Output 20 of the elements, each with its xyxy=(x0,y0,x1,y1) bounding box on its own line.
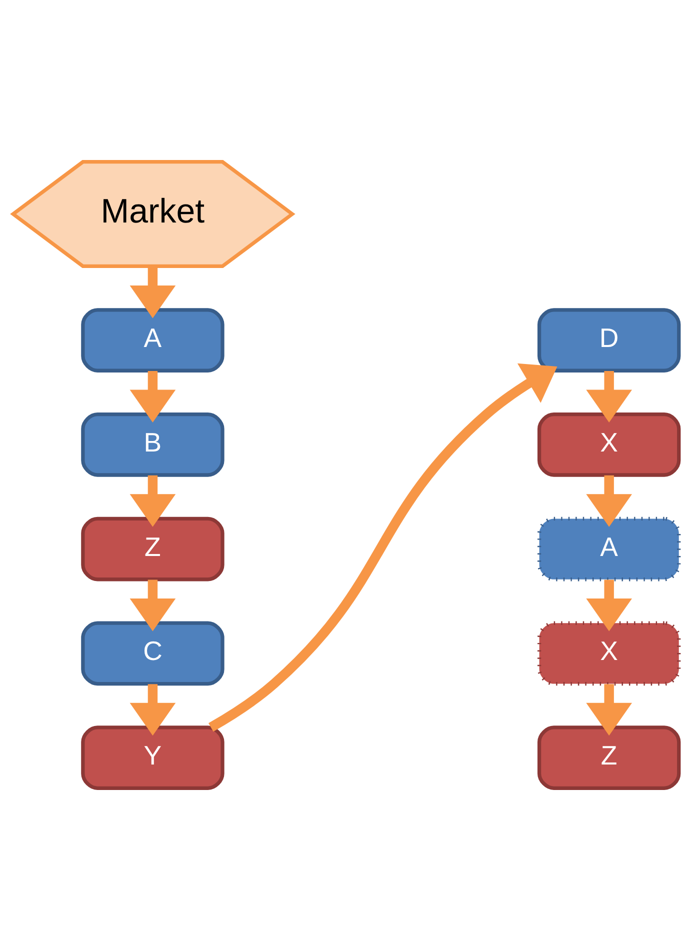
arrow xyxy=(130,580,176,632)
node-box: Y xyxy=(81,726,224,790)
arrow xyxy=(586,580,632,632)
node-box: X xyxy=(537,621,681,686)
arrow xyxy=(586,370,632,422)
node-box: A xyxy=(81,308,224,372)
arrow xyxy=(586,475,632,527)
arrow xyxy=(586,684,632,736)
arrow xyxy=(130,266,176,318)
arrow xyxy=(208,363,558,732)
node-box: Z xyxy=(81,516,224,582)
node-box: X xyxy=(537,412,681,477)
node-box: B xyxy=(81,412,224,477)
node-box: Z xyxy=(537,726,681,790)
node-box: A xyxy=(537,516,681,582)
node-box: D xyxy=(537,308,681,372)
arrow xyxy=(130,684,176,736)
arrow xyxy=(130,370,176,422)
node-box: C xyxy=(81,621,224,686)
arrow xyxy=(130,475,176,527)
